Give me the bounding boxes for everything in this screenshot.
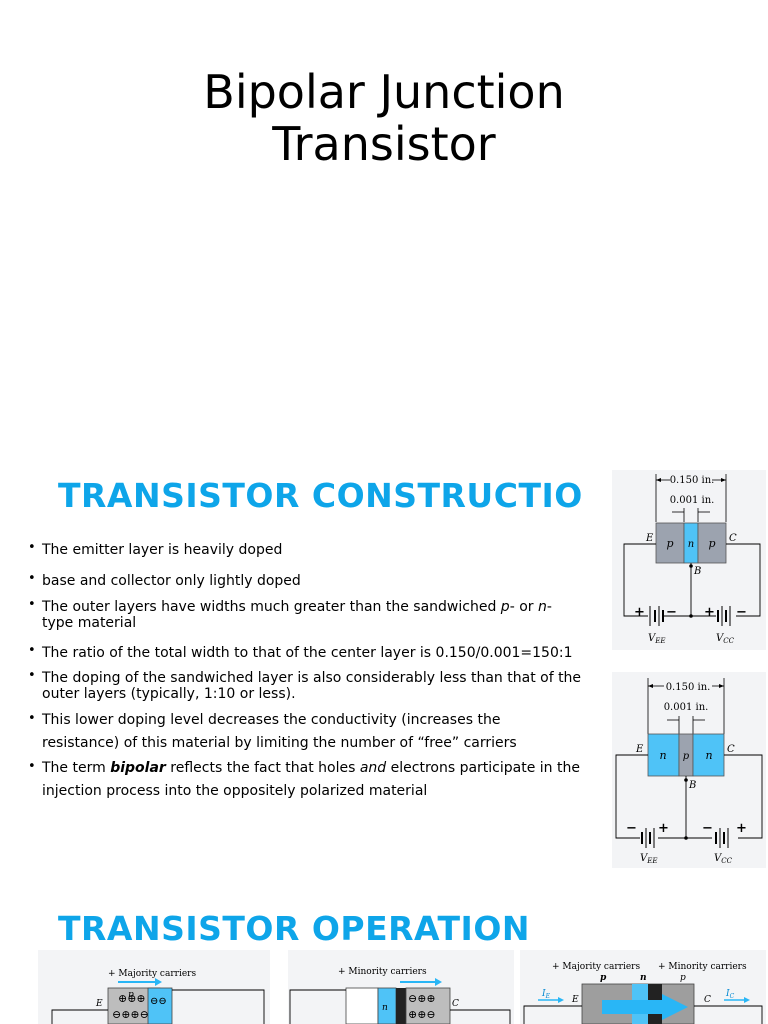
bullet-item: • The emitter layer is heavily doped xyxy=(28,540,600,558)
bullet-item: • This lower doping level decreases the … xyxy=(28,709,600,755)
bullet-text: The doping of the sandwiched layer is al… xyxy=(42,670,582,702)
bullet-text: This lower doping level decreases the co… xyxy=(42,712,517,751)
layer-label: p xyxy=(683,751,690,762)
bullet-text: The ratio of the total width to that of … xyxy=(42,645,573,661)
bullet-dot: • xyxy=(28,540,36,555)
vee-label: VEE xyxy=(648,633,665,645)
bullet-dot: • xyxy=(28,597,36,612)
plus-carriers-icon: ⊖⊕⊕⊖ xyxy=(112,1008,149,1021)
bullet-dot: • xyxy=(28,571,36,586)
minority-carriers-figure: + Minority carriers ⊖⊕⊕ ⊕⊕⊖ n C xyxy=(288,950,514,1024)
bullet-item: • The term bipolar reflects the fact tha… xyxy=(28,757,600,803)
base-label: B xyxy=(693,566,701,577)
layer-label: n xyxy=(705,749,712,762)
bullet-item: • base and collector only lightly doped xyxy=(28,571,600,589)
total-width-label: 0.150 in. xyxy=(666,682,711,693)
bullet-item: • The outer layers have widths much grea… xyxy=(28,597,600,631)
minus-sign: − xyxy=(666,605,677,620)
bullet-dot: • xyxy=(28,759,36,774)
layer-label: p xyxy=(666,537,673,550)
layer-label: n xyxy=(688,539,694,550)
total-width-label: 0.150 in. xyxy=(670,475,715,486)
plus-sign: + xyxy=(634,605,645,620)
collector-label: C xyxy=(452,999,459,1009)
emitter-label: E xyxy=(645,533,654,544)
slide-title-line1: Bipolar Junction xyxy=(203,65,565,119)
pnp-transistor-diagram: 0.150 in. 0.001 in. p n p E C B + − + − … xyxy=(612,470,766,650)
slide-title: Bipolar Junction Transistor xyxy=(0,66,768,170)
vee-label: VEE xyxy=(640,853,657,865)
collector-label: C xyxy=(704,995,711,1005)
bullet-text: base and collector only lightly doped xyxy=(42,573,301,589)
emitter-label: E xyxy=(95,999,103,1009)
plus-carriers-icon: ⊕⊕⊖ xyxy=(408,1008,436,1021)
minus-carriers-icon: ⊖⊖ xyxy=(150,996,167,1007)
layer-label: p xyxy=(128,990,134,1000)
layer-label: p xyxy=(680,973,686,983)
layer-label: n xyxy=(382,1003,388,1013)
layer-label: p xyxy=(600,973,607,983)
npn-transistor-diagram: 0.150 in. 0.001 in. n p n E C B − + − + … xyxy=(612,672,766,868)
plus-sign: + xyxy=(736,821,747,836)
bullet-dot: • xyxy=(28,711,36,726)
plus-carriers-icon: ⊕⊕⊕ xyxy=(118,992,146,1005)
minus-sign: − xyxy=(736,605,747,620)
minus-sign: − xyxy=(626,821,637,836)
layer-label: p xyxy=(708,537,715,550)
construction-heading: TRANSISTOR CONSTRUCTIO xyxy=(58,476,583,515)
bullet-item: • The doping of the sandwiched layer is … xyxy=(28,668,600,702)
collector-label: C xyxy=(727,744,735,755)
figure-caption: + Minority carriers xyxy=(338,967,427,977)
bullet-text: The outer layers have widths much greate… xyxy=(42,599,552,631)
base-width-label: 0.001 in. xyxy=(670,495,715,506)
figure-caption: + Majority carriers xyxy=(108,969,196,979)
figure-caption: + Minority carriers xyxy=(658,962,747,972)
plus-carriers-icon: ⊖⊕⊕ xyxy=(408,992,436,1005)
base-width-label: 0.001 in. xyxy=(664,702,709,713)
plus-sign: + xyxy=(658,821,669,836)
vcc-label: VCC xyxy=(716,633,735,645)
majority-carriers-figure: + Majority carriers ⊕⊕⊕ ⊖⊕⊕⊖ ⊖⊖ p E xyxy=(38,950,270,1024)
operation-heading: TRANSISTOR OPERATION xyxy=(58,909,530,948)
bullet-dot: • xyxy=(28,668,36,683)
bullet-text: The emitter layer is heavily doped xyxy=(42,542,283,558)
figure-caption: + Majority carriers xyxy=(552,962,640,972)
emitter-current-label: IE xyxy=(541,989,551,1000)
transistor-operation-figure: + Majority carriers + Minority carriers … xyxy=(520,950,766,1024)
collector-label: C xyxy=(729,533,737,544)
bullet-item: • The ratio of the total width to that o… xyxy=(28,643,600,661)
layer-label: n xyxy=(640,973,647,983)
vcc-label: VCC xyxy=(714,853,733,865)
bullet-text: The term bipolar reflects the fact that … xyxy=(42,760,580,799)
emitter-label: E xyxy=(635,744,644,755)
plus-sign: + xyxy=(704,605,715,620)
minus-sign: − xyxy=(702,821,713,836)
collector-current-label: IC xyxy=(725,989,735,1000)
slide-title-line2: Transistor xyxy=(272,117,496,171)
base-label: B xyxy=(688,780,696,791)
layer-label: n xyxy=(659,749,666,762)
emitter-label: E xyxy=(571,995,579,1005)
bullet-dot: • xyxy=(28,643,36,658)
